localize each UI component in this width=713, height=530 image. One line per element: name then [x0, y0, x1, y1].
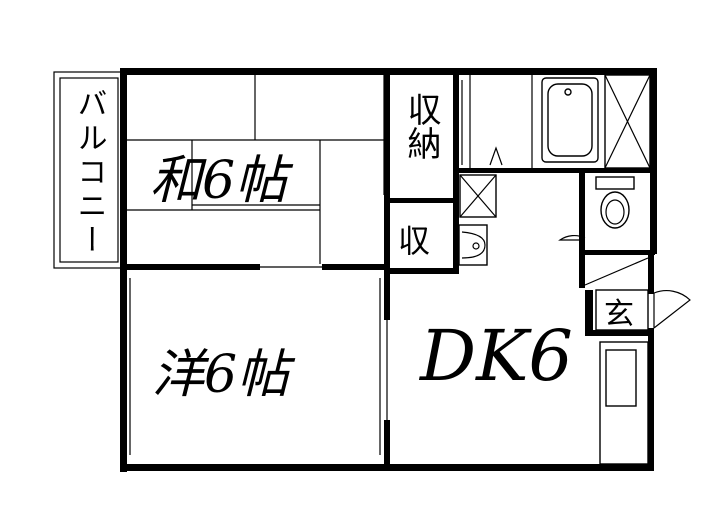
entrance-label: 玄 — [604, 297, 634, 332]
bathtub — [541, 77, 599, 163]
interior-walls — [120, 68, 655, 470]
shoe-cabinet-line — [584, 257, 649, 286]
wash-basin — [458, 224, 488, 266]
kitchen-counter — [599, 341, 649, 465]
washer-space — [459, 174, 497, 218]
bath-door — [469, 75, 533, 168]
window-lines — [122, 75, 463, 455]
storage-small-label: 収 — [398, 222, 430, 260]
tatami-lines — [127, 75, 384, 264]
storage-large-label: 収納 — [401, 92, 441, 160]
balcony-label: バルコニー — [72, 88, 107, 258]
western-room-label: 洋6帖 — [152, 345, 296, 405]
japanese-room-label: 和6帖 — [150, 151, 294, 211]
toilet-door — [558, 234, 586, 241]
shower-box — [604, 74, 651, 169]
entrance-door — [595, 289, 691, 331]
balcony: バルコニー — [53, 71, 125, 269]
toilet — [595, 176, 635, 229]
dining-kitchen-label: DK6 — [418, 315, 573, 397]
